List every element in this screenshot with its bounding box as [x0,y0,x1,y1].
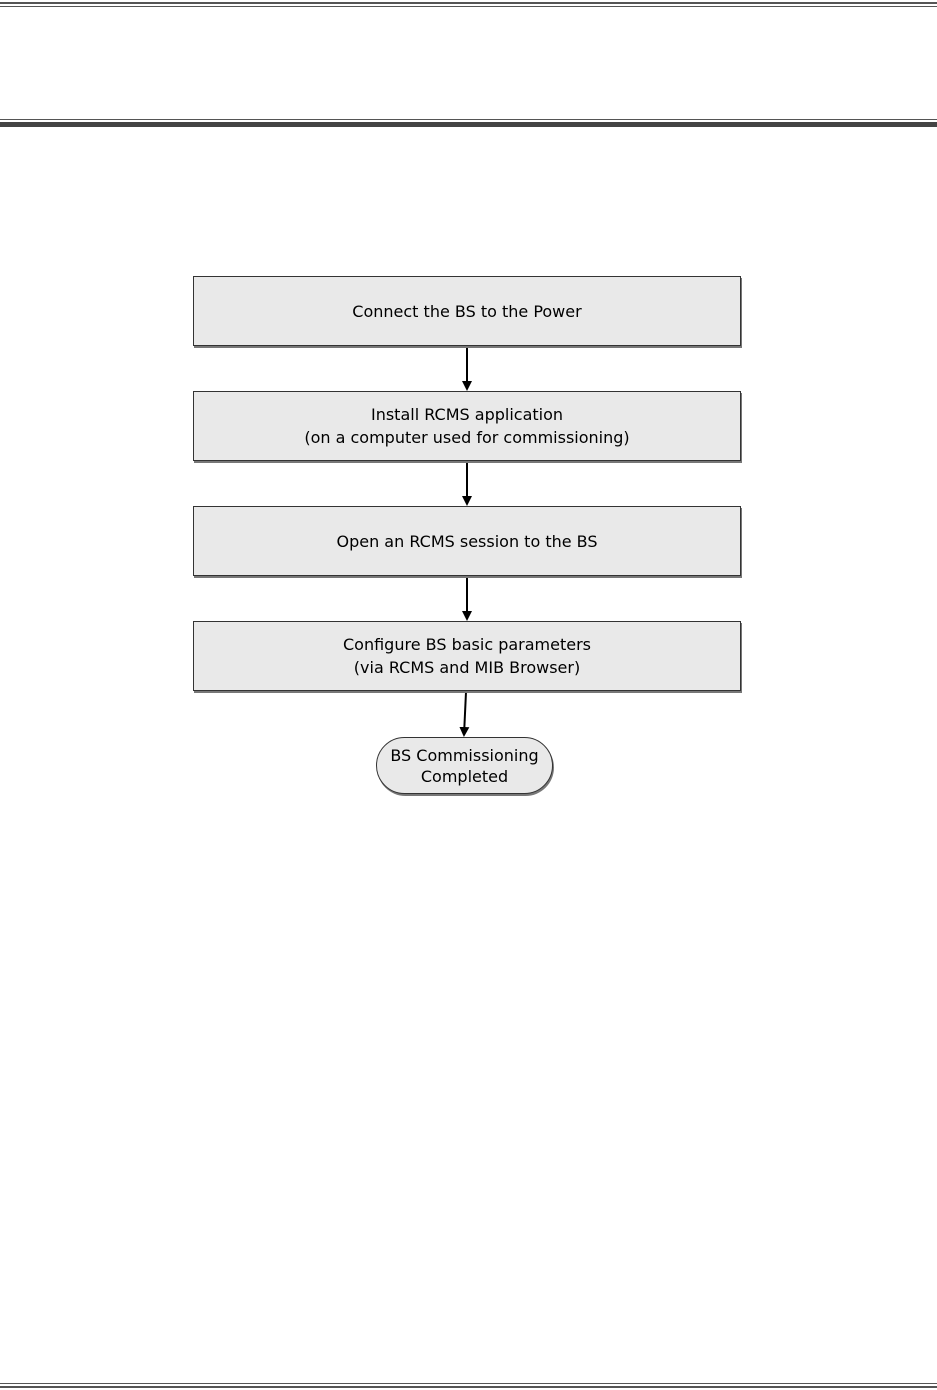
step-label: Open an RCMS session to the BS [336,530,597,553]
flow-step-connect-power: Connect the BS to the Power [193,276,741,346]
terminator-label: BS Commissioning [390,745,538,766]
step-label: Install RCMS application [371,403,563,426]
step-label: Connect the BS to the Power [352,300,581,323]
terminator-label: Completed [421,766,508,787]
step-label: Configure BS basic parameters [343,633,591,656]
flow-step-open-rcms-session: Open an RCMS session to the BS [193,506,741,576]
arrow-step-4-to-terminator [464,692,466,735]
step-sublabel: (on a computer used for commissioning) [304,426,629,449]
flow-step-configure-parameters: Configure BS basic parameters (via RCMS … [193,621,741,691]
footer-rule-thin [0,1383,937,1384]
flow-step-install-rcms: Install RCMS application (on a computer … [193,391,741,461]
flow-terminator-completed: BS Commissioning Completed [376,737,553,794]
step-sublabel: (via RCMS and MIB Browser) [354,656,580,679]
footer-rule [0,1386,937,1388]
